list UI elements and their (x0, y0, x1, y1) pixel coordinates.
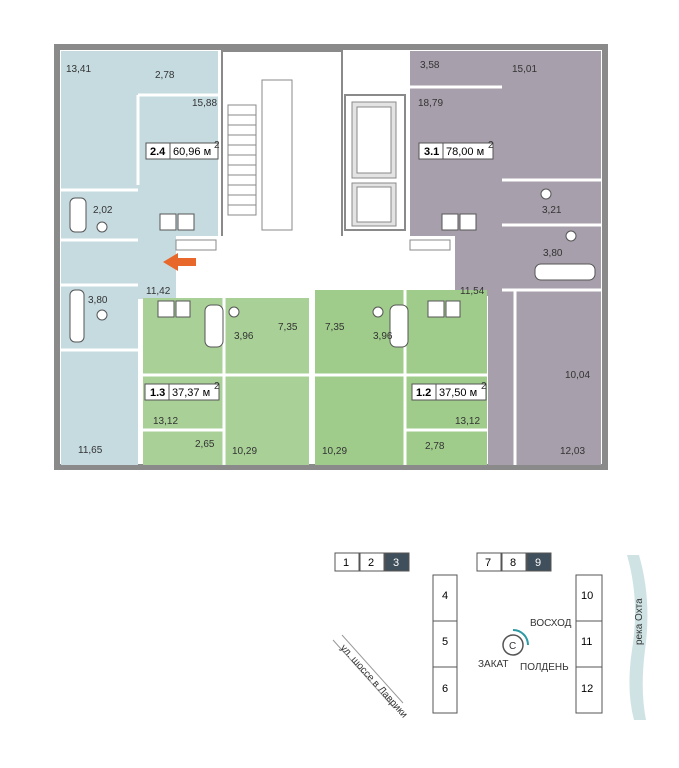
svg-text:10: 10 (581, 590, 593, 602)
svg-text:1.2: 1.2 (416, 387, 431, 399)
svg-text:37,37 м: 37,37 м (172, 387, 210, 399)
svg-text:2: 2 (368, 557, 374, 569)
svg-text:10,29: 10,29 (322, 446, 347, 457)
entrance-arrow-icon (163, 253, 196, 271)
svg-text:2,78: 2,78 (425, 441, 445, 452)
svg-text:8: 8 (510, 557, 516, 569)
svg-text:11,42: 11,42 (146, 286, 171, 297)
badge-1-3: 1.3 37,37 м 2 (144, 381, 220, 401)
badge-2-4: 2.4 60,96 м 2 (145, 140, 220, 160)
section-col-left: 4 5 6 (432, 574, 458, 714)
corridor (176, 236, 455, 290)
apartment-1-3[interactable] (143, 298, 309, 465)
street: ул. шоссе в Лаврики (332, 634, 410, 721)
svg-text:12: 12 (581, 683, 593, 695)
svg-text:37,50 м: 37,50 м (439, 387, 477, 399)
svg-text:2: 2 (214, 381, 220, 392)
svg-text:1.3: 1.3 (150, 387, 165, 399)
svg-text:13,12: 13,12 (455, 416, 480, 427)
svg-text:11,65: 11,65 (78, 445, 103, 456)
svg-text:13,12: 13,12 (153, 416, 178, 427)
apartment-3-1[interactable] (410, 51, 601, 465)
svg-text:ул. шоссе в Лаврики: ул. шоссе в Лаврики (338, 643, 410, 721)
bathtub-icon (69, 197, 596, 348)
river: река Охта (627, 555, 648, 720)
svg-text:11: 11 (581, 636, 592, 648)
svg-text:11,54: 11,54 (460, 286, 485, 297)
svg-text:ВОСХОД: ВОСХОД (530, 618, 572, 629)
svg-text:3: 3 (393, 557, 399, 569)
svg-text:3,58: 3,58 (420, 60, 440, 71)
svg-text:3,80: 3,80 (543, 248, 563, 259)
svg-text:3,96: 3,96 (373, 331, 393, 342)
svg-text:2,78: 2,78 (155, 70, 175, 81)
svg-text:4: 4 (442, 590, 448, 602)
svg-text:ПОЛДЕНЬ: ПОЛДЕНЬ (520, 662, 569, 673)
apartment-1-2[interactable] (315, 290, 487, 465)
svg-text:3,80: 3,80 (88, 295, 108, 306)
stairs-icon (227, 104, 257, 216)
svg-text:2,02: 2,02 (93, 205, 113, 216)
svg-text:С: С (509, 641, 516, 652)
svg-text:60,96 м: 60,96 м (173, 146, 211, 158)
badge-3-1: 3.1 78,00 м 2 (418, 140, 494, 160)
svg-text:10,29: 10,29 (232, 446, 257, 457)
badge-1-2: 1.2 37,50 м 2 (411, 381, 487, 401)
room-areas: 13,41 2,78 15,88 2,02 3,80 11,42 11,65 3… (66, 60, 590, 457)
svg-text:12,03: 12,03 (560, 446, 585, 457)
svg-text:18,79: 18,79 (418, 98, 443, 109)
svg-text:78,00 м: 78,00 м (446, 146, 484, 158)
stairwell (221, 50, 343, 242)
section-row-right: 7 8 9 (476, 552, 552, 572)
svg-text:2,65: 2,65 (195, 439, 215, 450)
svg-text:5: 5 (442, 636, 448, 648)
svg-text:3,96: 3,96 (234, 331, 254, 342)
section-row-left: 1 2 3 (334, 552, 410, 572)
compass-icon: С ВОСХОД ЗАКАТ ПОЛДЕНЬ (478, 618, 572, 673)
svg-text:2: 2 (481, 381, 487, 392)
svg-text:15,88: 15,88 (192, 98, 217, 109)
stove-icon (157, 213, 477, 318)
svg-text:ЗАКАТ: ЗАКАТ (478, 659, 509, 670)
toilet-icon (96, 188, 577, 321)
svg-text:2.4: 2.4 (150, 146, 166, 158)
svg-text:3.1: 3.1 (424, 146, 439, 158)
svg-text:13,41: 13,41 (66, 64, 91, 75)
svg-text:7: 7 (485, 557, 491, 569)
svg-text:река Охта: река Охта (634, 598, 645, 645)
section-col-right: 10 11 12 (575, 574, 603, 714)
svg-text:15,01: 15,01 (512, 64, 537, 75)
sink-icon (175, 213, 461, 318)
svg-text:10,04: 10,04 (565, 370, 590, 381)
svg-text:6: 6 (442, 683, 448, 695)
svg-text:7,35: 7,35 (325, 322, 345, 333)
svg-text:3,21: 3,21 (542, 205, 562, 216)
svg-text:1: 1 (343, 557, 349, 569)
svg-text:9: 9 (535, 557, 541, 569)
elevator-shaft (344, 94, 406, 231)
svg-text:2: 2 (488, 140, 494, 151)
svg-text:7,35: 7,35 (278, 322, 298, 333)
svg-text:2: 2 (214, 140, 220, 151)
